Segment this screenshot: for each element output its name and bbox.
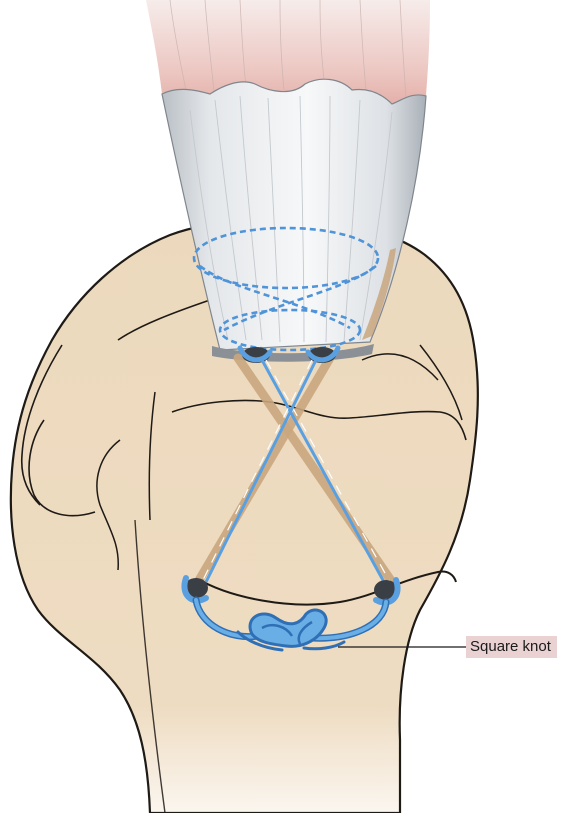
muscle-belly <box>146 0 430 104</box>
callout-label-square-knot: Square knot <box>466 636 557 658</box>
